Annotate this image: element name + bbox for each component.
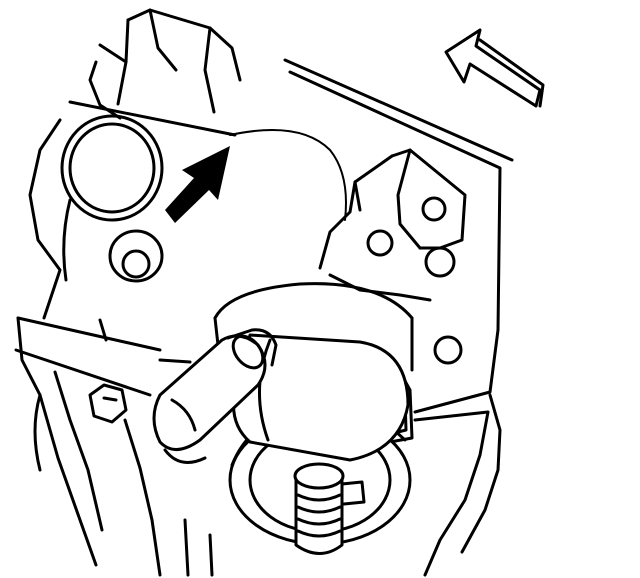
mounting-bracket [318,148,467,365]
engine-block-housing [14,8,514,577]
solid-arrow-icon [165,146,230,223]
circular-opening [60,114,164,222]
hub-cylinder [232,333,410,462]
sensor-probe [152,328,278,464]
hub-flange [213,282,414,372]
mounting-boss [108,229,164,283]
outline-arrow-icon [444,28,545,108]
shaft-bolt [293,462,366,555]
hex-bolt-head [88,383,128,424]
